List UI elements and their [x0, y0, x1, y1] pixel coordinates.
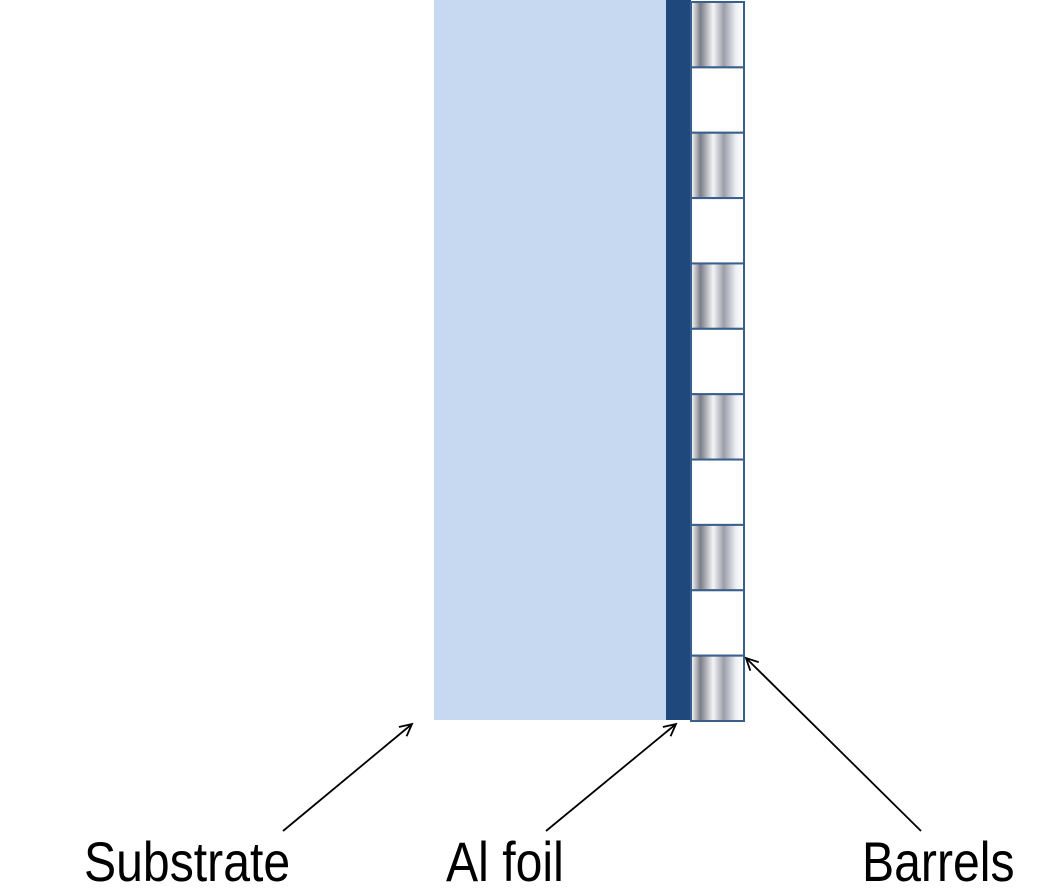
- al-foil-layer: [666, 0, 691, 720]
- barrels-arrow: [746, 658, 922, 832]
- barrel-cell: [690, 262, 745, 330]
- gap-cell: [690, 458, 745, 526]
- barrel-cell: [690, 131, 745, 200]
- substrate-arrow: [282, 724, 412, 832]
- barrel-cell: [690, 1, 745, 69]
- al-foil-arrow: [545, 724, 676, 832]
- barrel-cell: [690, 654, 745, 722]
- al-foil-label: Al foil: [446, 830, 564, 893]
- gap-cell: [690, 197, 745, 265]
- substrate-label: Substrate: [84, 830, 291, 893]
- barrel-column: [690, 1, 745, 722]
- barrels-label: Barrels: [862, 830, 1015, 893]
- gap-cell: [690, 327, 745, 396]
- substrate-layer: [434, 0, 666, 720]
- barrel-cell: [690, 393, 745, 461]
- gap-cell: [690, 66, 745, 134]
- gap-cell: [690, 589, 745, 657]
- barrel-cell: [690, 523, 745, 592]
